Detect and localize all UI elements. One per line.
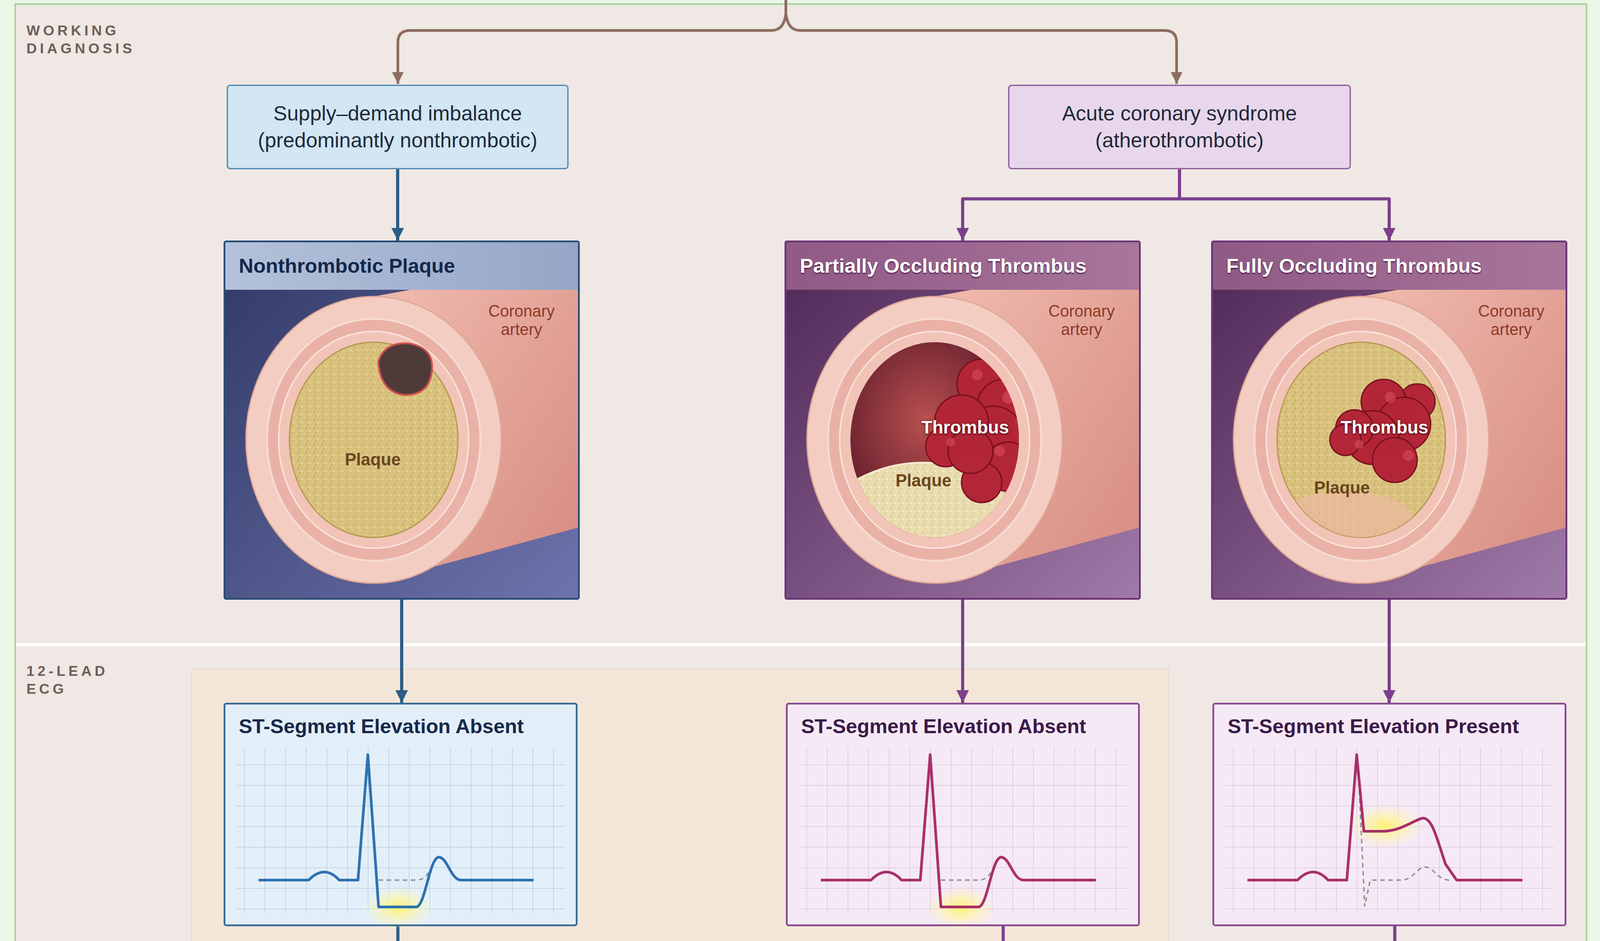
thrombus-label: Thrombus: [1340, 417, 1429, 438]
diagnosis-text: Acute coronary syndrome (atherothromboti…: [1018, 100, 1341, 155]
panel-heading: Fully Occluding Thrombus: [1212, 242, 1566, 290]
section-label: WORKING DIAGNOSIS: [26, 21, 194, 58]
flow-arrow: [400, 599, 404, 703]
artery-label: Coronary artery: [488, 301, 555, 340]
diagnosis-box: Acute coronary syndrome (atherothromboti…: [1008, 84, 1351, 170]
ecg-trace: [1212, 702, 1567, 927]
ecg-heading: ST-Segment Elevation Present: [1214, 704, 1565, 739]
diagnosis-box: Supply–demand imbalance (predominantly n…: [226, 84, 569, 170]
ecg-box: ST-Segment Elevation Present: [1212, 702, 1567, 927]
artery-illustration: [1211, 240, 1568, 600]
ecg-heading: ST-Segment Elevation Absent: [225, 704, 576, 739]
flow-arrow: [961, 599, 965, 703]
continuation-line: [1001, 926, 1005, 941]
flow-arrow: [962, 169, 1180, 241]
artery-panel: Partially Occluding ThrombusCoronary art…: [784, 240, 1141, 600]
diagnosis-text: Supply–demand imbalance (predominantly n…: [237, 100, 559, 155]
flow-arrow: [396, 169, 400, 241]
artery-panel: Fully Occluding ThrombusCoronary arteryT…: [1211, 240, 1568, 600]
ecg-box: ST-Segment Elevation Absent: [223, 702, 578, 927]
thrombus-label: Thrombus: [921, 417, 1010, 438]
ecg-heading: ST-Segment Elevation Absent: [787, 704, 1139, 739]
bracket: [397, 13, 1177, 84]
plaque-label: Plaque: [345, 450, 402, 471]
artery-label: Coronary artery: [1478, 301, 1545, 340]
bracket: [784, 0, 788, 15]
artery-panel: Nonthrombotic PlaqueCoronary arteryPlaqu…: [223, 240, 580, 600]
flow-arrow: [1387, 599, 1391, 703]
flow-arrow: [1179, 169, 1390, 241]
ecg-trace: [785, 702, 1140, 930]
ecg-band: [191, 669, 1169, 941]
panel-heading: Partially Occluding Thrombus: [786, 242, 1139, 290]
artery-illustration: [784, 240, 1141, 600]
plaque-label: Plaque: [895, 471, 952, 492]
plaque-label: Plaque: [1314, 478, 1371, 499]
ecg-trace: [223, 702, 578, 930]
section-label: 12-LEAD ECG: [26, 662, 130, 699]
frame: [15, 4, 1587, 941]
ecg-box: ST-Segment Elevation Absent: [785, 702, 1140, 927]
artery-illustration: [223, 240, 580, 600]
section-divider: [16, 643, 1586, 647]
continuation-line: [1393, 926, 1397, 941]
artery-label: Coronary artery: [1048, 301, 1115, 340]
panel-heading: Nonthrombotic Plaque: [225, 242, 578, 290]
